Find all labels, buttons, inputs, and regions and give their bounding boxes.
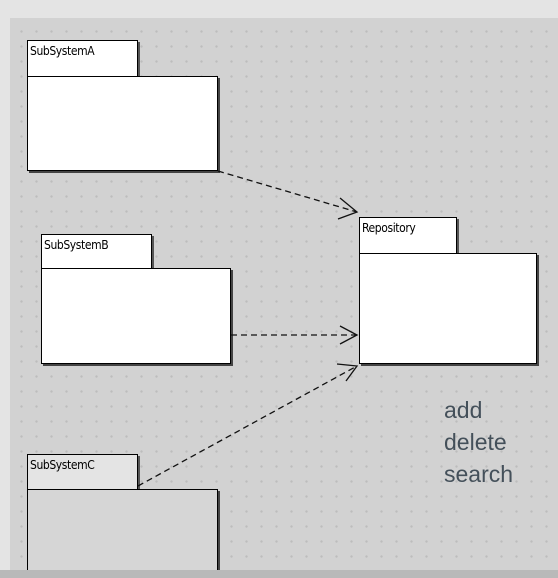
package-body (359, 253, 537, 364)
dependency-c-to-repository[interactable] (137, 365, 358, 487)
package-name: SubSystemA (30, 44, 95, 58)
operation-label: add (444, 397, 483, 423)
package-body (27, 76, 218, 171)
package-name: SubSystemB (44, 238, 109, 252)
package-body (27, 489, 218, 578)
package-tab: Repository (359, 217, 457, 254)
bottom-strip (0, 570, 558, 578)
arrowhead-icon (339, 325, 359, 345)
package-name: SubSystemC (30, 458, 95, 472)
operation-label: search (444, 461, 514, 487)
package-tab: SubSystemB (41, 234, 152, 269)
arrowhead-icon (337, 197, 359, 220)
repository-operations: add delete search (444, 394, 513, 490)
operation-label: delete (444, 429, 507, 455)
package-tab: SubSystemA (27, 40, 138, 77)
package-body (41, 268, 231, 364)
arrowhead-icon (336, 363, 359, 382)
package-tab: SubSystemC (27, 454, 138, 490)
dependency-a-to-repository[interactable] (217, 170, 358, 213)
package-name: Repository (362, 221, 416, 235)
